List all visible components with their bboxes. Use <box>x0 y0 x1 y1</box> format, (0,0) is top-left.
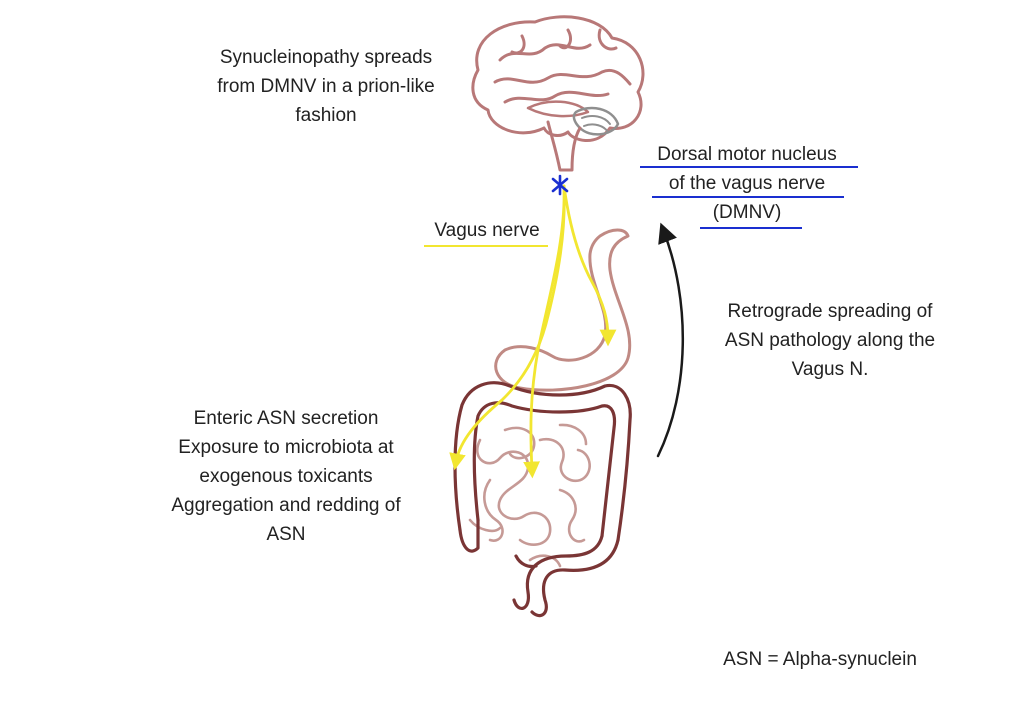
label-line: Enteric ASN secretion <box>193 408 379 429</box>
label-line: Retrograde spreading of <box>727 301 933 322</box>
label-line: Vagus nerve <box>434 220 540 241</box>
label-enteric: Enteric ASN secretion Exposure to microb… <box>136 404 436 549</box>
label-retrograde-spreading: Retrograde spreading of ASN pathology al… <box>698 297 962 384</box>
label-vagus-nerve: Vagus nerve <box>420 216 554 245</box>
dmnv-underline <box>652 196 844 198</box>
label-line: fashion <box>295 105 357 126</box>
vagus-nerve-paths <box>449 184 617 479</box>
colon-illustration <box>453 381 632 618</box>
stomach-illustration <box>494 228 632 392</box>
label-line: ASN <box>266 524 306 545</box>
small-intestine-illustration <box>468 423 591 568</box>
label-line: Vagus N. <box>791 359 869 380</box>
label-line: ASN pathology along the <box>724 330 936 351</box>
label-line: exogenous toxicants <box>199 466 373 487</box>
legend-asn: ASN = Alpha-synuclein <box>700 645 940 674</box>
label-dmnv: Dorsal motor nucleus of the vagus nerve … <box>628 140 866 227</box>
label-synucleinopathy-spread: Synucleinopathy spreads from DMNV in a p… <box>190 43 462 130</box>
dmnv-underline <box>700 227 802 229</box>
label-line: Aggregation and redding of <box>171 495 401 516</box>
label-line: Exposure to microbiota at <box>178 437 394 458</box>
label-line: from DMNV in a prion-like <box>217 76 435 97</box>
label-line: (DMNV) <box>712 202 782 223</box>
label-line: Synucleinopathy spreads <box>219 47 433 68</box>
brain-illustration <box>471 15 645 172</box>
vagus-underline <box>424 245 548 247</box>
dmnv-underline <box>640 166 858 168</box>
label-line: of the vagus nerve <box>668 173 826 194</box>
retrograde-arrow <box>656 222 684 458</box>
label-line: Dorsal motor nucleus <box>657 144 837 165</box>
label-line: ASN = Alpha-synuclein <box>723 649 917 670</box>
asterisk-icon <box>551 174 569 196</box>
